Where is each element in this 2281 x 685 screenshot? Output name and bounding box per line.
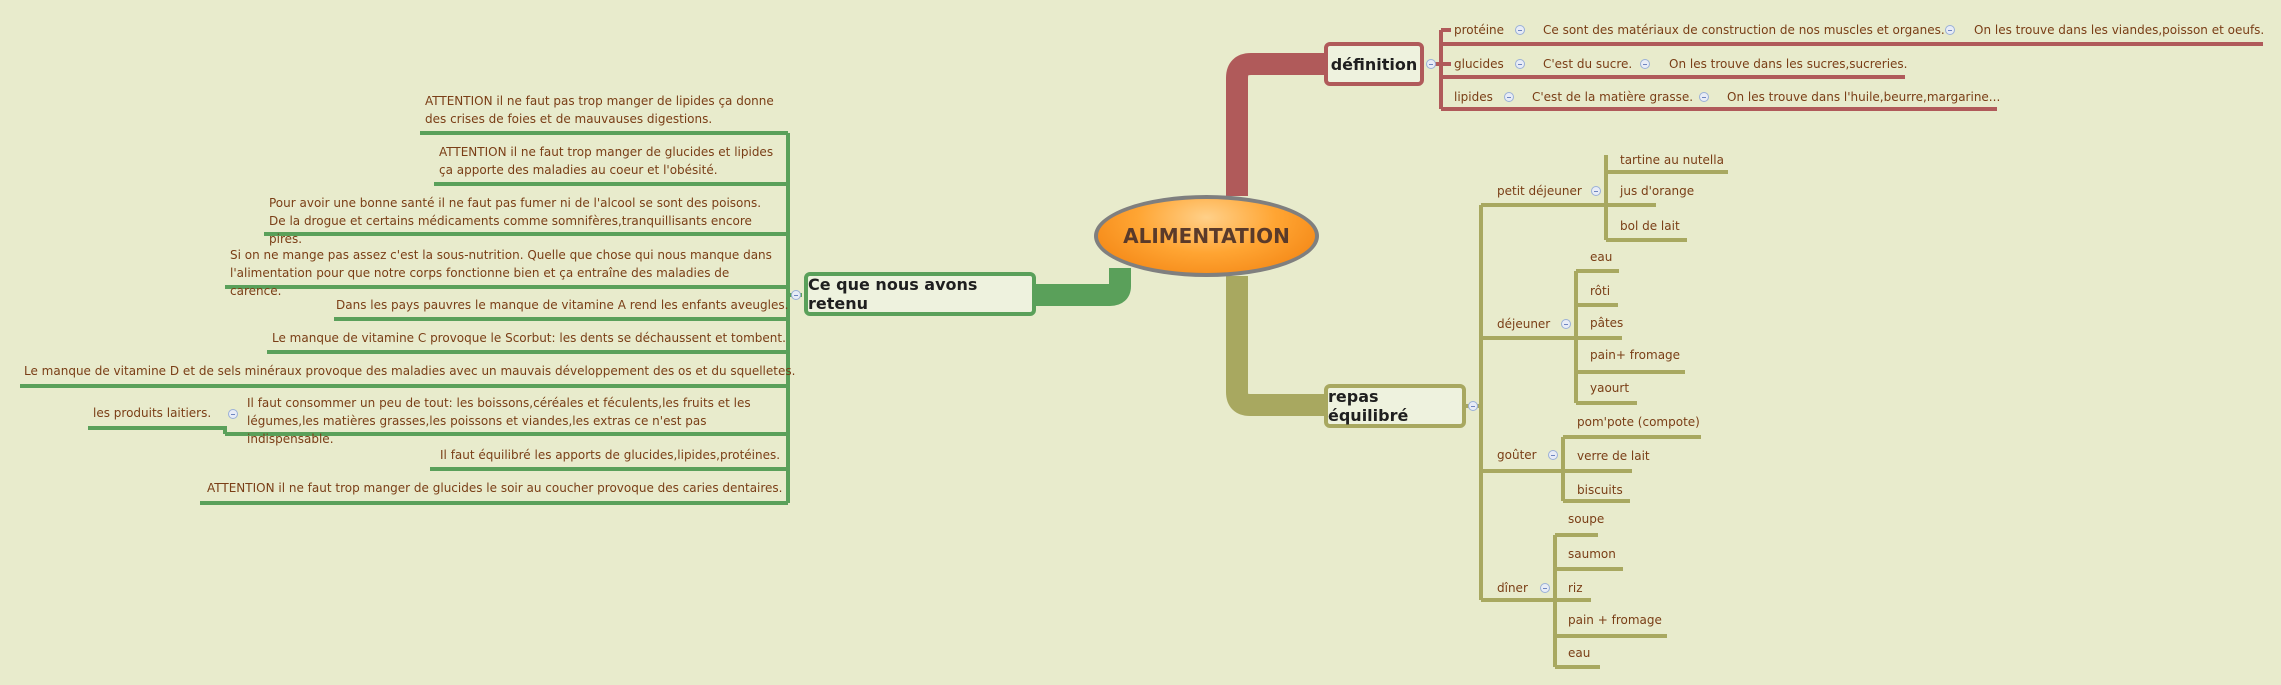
food-item[interactable]: saumon xyxy=(1568,547,1616,561)
meal-petit-dejeuner[interactable]: petit déjeuner xyxy=(1497,184,1582,198)
topic-retenu[interactable]: Ce que nous avons retenu xyxy=(804,272,1036,316)
central-topic-label: ALIMENTATION xyxy=(1123,224,1290,248)
food-item[interactable]: tartine au nutella xyxy=(1620,153,1724,167)
food-item[interactable]: pâtes xyxy=(1590,316,1624,330)
collapse-retenu-icon[interactable] xyxy=(791,290,801,300)
food-item[interactable]: yaourt xyxy=(1590,381,1630,395)
definition-detail-lipides[interactable]: On les trouve dans l'huile,beurre,margar… xyxy=(1727,90,2001,104)
retenu-item[interactable]: Si on ne mange pas assez c'est la sous-n… xyxy=(230,248,772,298)
definition-text-lipides[interactable]: C'est de la matière grasse. xyxy=(1532,90,1694,104)
collapse-petit-dejeuner-icon[interactable] xyxy=(1591,186,1601,196)
definition-item-glucides[interactable]: glucides xyxy=(1454,57,1504,71)
meal-dejeuner[interactable]: déjeuner xyxy=(1497,317,1551,331)
collapse-glucides-text-icon[interactable] xyxy=(1640,59,1650,69)
collapse-gouter-icon[interactable] xyxy=(1548,450,1558,460)
food-item[interactable]: biscuits xyxy=(1577,483,1623,497)
retenu-item[interactable]: Pour avoir une bonne santé il ne faut pa… xyxy=(269,196,762,246)
retenu-item[interactable]: Le manque de vitamine C provoque le Scor… xyxy=(272,331,786,345)
topic-repas[interactable]: repas équilibré xyxy=(1324,384,1466,428)
retenu-item[interactable]: Dans les pays pauvres le manque de vitam… xyxy=(336,298,789,312)
definition-detail-proteine[interactable]: On les trouve dans les viandes,poisson e… xyxy=(1974,23,2265,37)
topic-retenu-label: Ce que nous avons retenu xyxy=(808,275,978,313)
food-item[interactable]: riz xyxy=(1568,581,1583,595)
retenu-item[interactable]: ATTENTION il ne faut pas trop manger de … xyxy=(425,94,774,126)
retenu-item[interactable]: ATTENTION il ne faut trop manger de gluc… xyxy=(439,145,774,177)
food-item[interactable]: verre de lait xyxy=(1577,449,1650,463)
food-item[interactable]: eau xyxy=(1590,250,1613,264)
meal-diner[interactable]: dîner xyxy=(1497,581,1528,595)
food-item[interactable]: pom'pote (compote) xyxy=(1577,415,1700,429)
food-item[interactable]: jus d'orange xyxy=(1620,184,1695,198)
collapse-proteine-text-icon[interactable] xyxy=(1945,25,1955,35)
retenu-item[interactable]: Le manque de vitamine D et de sels minér… xyxy=(24,364,796,378)
food-item[interactable]: bol de lait xyxy=(1620,219,1680,233)
topic-definition[interactable]: définition xyxy=(1324,42,1424,86)
definition-text-proteine[interactable]: Ce sont des matériaux de construction de… xyxy=(1543,23,1945,37)
definition-item-lipides[interactable]: lipides xyxy=(1454,90,1493,104)
topic-repas-label: repas équilibré xyxy=(1328,387,1409,425)
food-item[interactable]: eau xyxy=(1568,646,1591,660)
collapse-diner-icon[interactable] xyxy=(1540,583,1550,593)
definition-text-glucides[interactable]: C'est du sucre. xyxy=(1543,57,1633,71)
central-topic[interactable]: ALIMENTATION xyxy=(1094,195,1319,277)
collapse-repas-icon[interactable] xyxy=(1468,401,1478,411)
definition-item-proteine[interactable]: protéine xyxy=(1454,23,1505,37)
retenu-item[interactable]: Il faut équilibré les apports de glucide… xyxy=(440,448,781,462)
retenu-item[interactable]: ATTENTION il ne faut trop manger de gluc… xyxy=(207,481,783,495)
collapse-retenu-sub-icon[interactable] xyxy=(228,409,238,419)
food-item[interactable]: pain+ fromage xyxy=(1590,348,1681,362)
collapse-lipides-text-icon[interactable] xyxy=(1699,92,1709,102)
topic-definition-label: définition xyxy=(1330,54,1418,74)
collapse-glucides-icon[interactable] xyxy=(1515,59,1525,69)
collapse-dejeuner-icon[interactable] xyxy=(1561,319,1571,329)
collapse-proteine-icon[interactable] xyxy=(1515,25,1525,35)
collapse-lipides-icon[interactable] xyxy=(1504,92,1514,102)
food-item[interactable]: soupe xyxy=(1568,512,1605,526)
meal-gouter[interactable]: goûter xyxy=(1497,448,1537,462)
retenu-item[interactable]: Il faut consommer un peu de tout: les bo… xyxy=(247,396,751,446)
retenu-sub-detail[interactable]: les produits laitiers. xyxy=(93,406,212,420)
food-item[interactable]: rôti xyxy=(1590,284,1611,298)
collapse-definition-icon[interactable] xyxy=(1426,59,1436,69)
definition-detail-glucides[interactable]: On les trouve dans les sucres,sucreries. xyxy=(1669,57,1908,71)
food-item[interactable]: pain + fromage xyxy=(1568,613,1662,627)
